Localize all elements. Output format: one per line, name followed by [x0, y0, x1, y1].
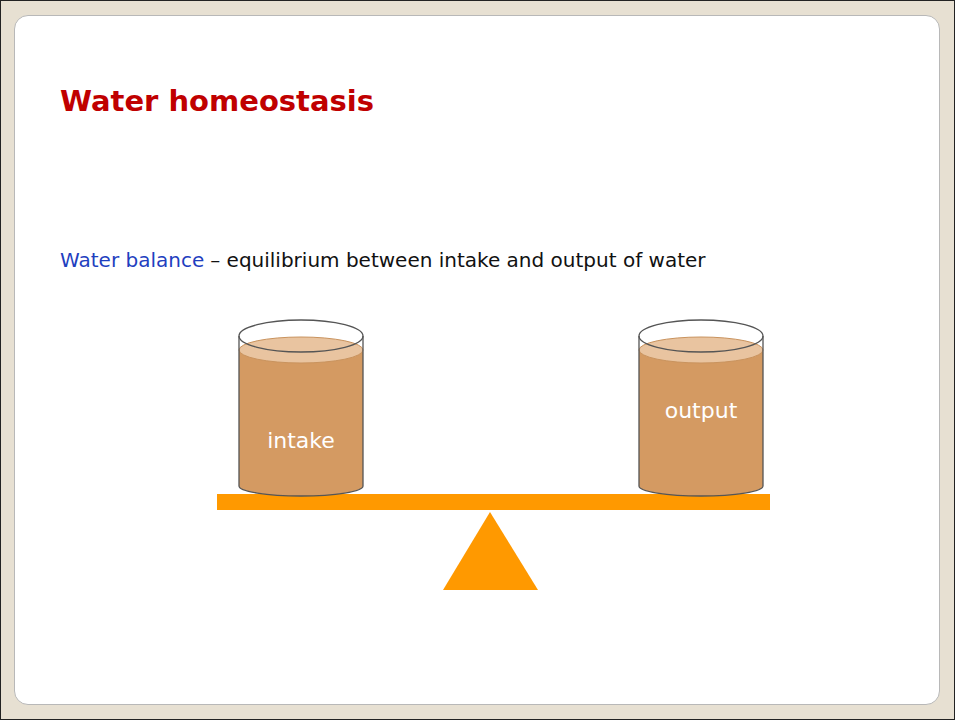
liquid-body [639, 350, 763, 496]
beaker-outline [239, 336, 363, 496]
liquid-surface [639, 337, 763, 363]
slide-title: Water homeostasis [60, 84, 374, 118]
beaker-outline [639, 336, 763, 496]
slide-panel [14, 15, 940, 705]
definition-text: – equilibrium between intake and output … [210, 248, 705, 272]
beaker-node: intake [238, 318, 364, 498]
beaker-node: output [638, 318, 764, 498]
term-label: Water balance [60, 248, 204, 272]
beaker-shape [238, 318, 364, 500]
beaker-rim [639, 320, 763, 352]
balance-fulcrum [443, 512, 538, 590]
beaker-label: output [638, 398, 764, 423]
beaker-rim [239, 320, 363, 352]
beaker-label: intake [238, 428, 364, 453]
liquid-surface [239, 337, 363, 363]
definition-line: Water balance– equilibrium between intak… [60, 248, 706, 272]
liquid-body [239, 350, 363, 496]
